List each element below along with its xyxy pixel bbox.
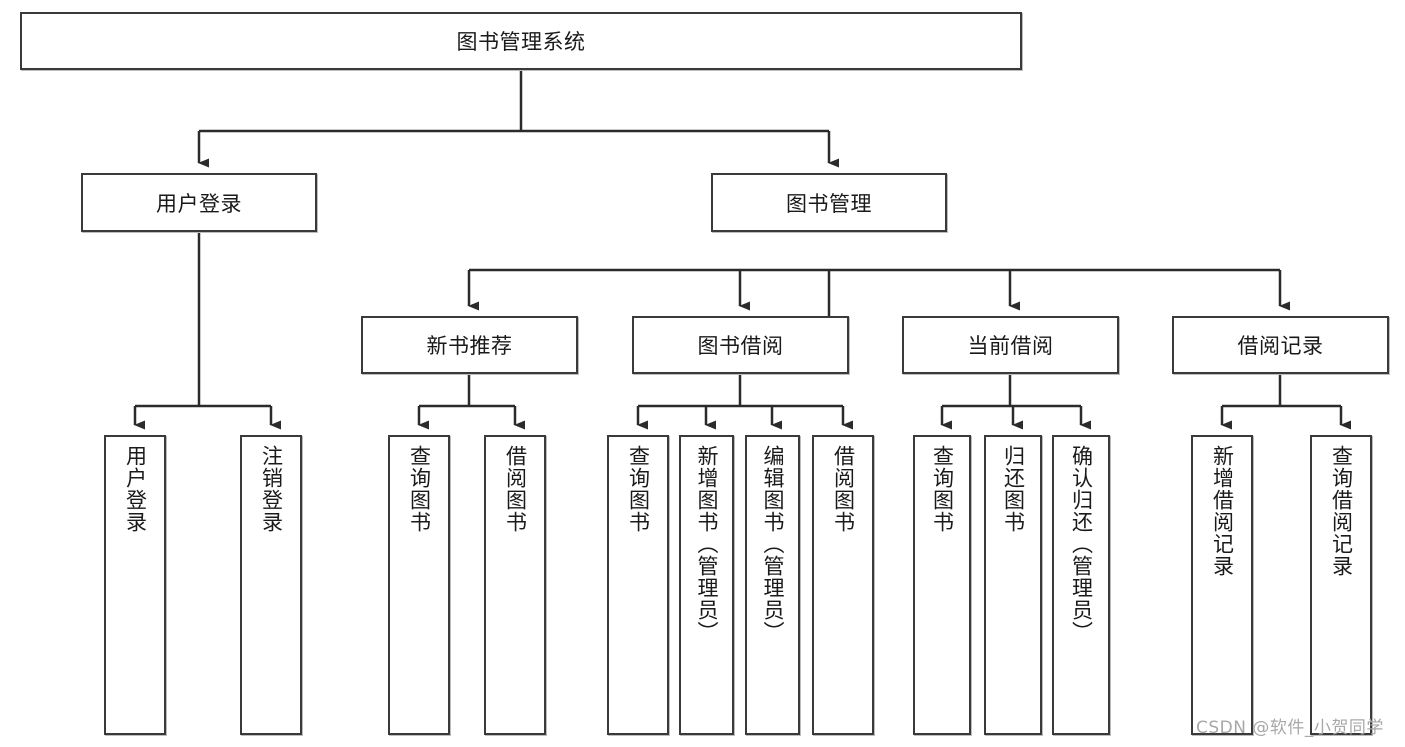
node-leaf-user-logout-label: 注销登录 — [259, 445, 284, 533]
node-leaf-edit-book-label: 编辑图书（管理员） — [760, 445, 785, 643]
node-leaf-add-record-label: 新增借阅记录 — [1210, 445, 1235, 577]
node-leaf-query-book-borrow-label: 查询图书 — [626, 445, 651, 533]
node-new-book-rec-label: 新书推荐 — [426, 334, 513, 358]
node-borrow-record[interactable]: 借阅记录 — [1172, 316, 1389, 374]
node-book-borrow-label: 图书借阅 — [697, 334, 784, 358]
node-leaf-confirm-return-label: 确认归还（管理员） — [1069, 445, 1094, 643]
node-leaf-query-record[interactable]: 查询借阅记录 — [1310, 435, 1372, 735]
node-leaf-query-book-rec[interactable]: 查询图书 — [388, 435, 450, 735]
node-leaf-query-book-current[interactable]: 查询图书 — [913, 435, 971, 735]
node-leaf-add-book[interactable]: 新增图书（管理员） — [679, 435, 734, 735]
csdn-watermark: CSDN @软件_小贺同学 — [1196, 718, 1384, 738]
node-current-borrow[interactable]: 当前借阅 — [902, 316, 1119, 374]
node-leaf-borrow-book-label: 借阅图书 — [831, 445, 856, 533]
node-user-login[interactable]: 用户登录 — [81, 173, 317, 232]
node-leaf-query-record-label: 查询借阅记录 — [1329, 445, 1354, 577]
node-book-manage-label: 图书管理 — [786, 191, 872, 216]
node-root[interactable]: 图书管理系统 — [20, 12, 1022, 70]
node-leaf-query-book-current-label: 查询图书 — [930, 445, 955, 533]
node-book-manage[interactable]: 图书管理 — [711, 173, 947, 232]
node-leaf-user-login[interactable]: 用户登录 — [104, 435, 166, 735]
node-leaf-user-login-label: 用户登录 — [123, 445, 148, 533]
node-leaf-return-book[interactable]: 归还图书 — [984, 435, 1042, 735]
node-borrow-record-label: 借阅记录 — [1237, 334, 1324, 358]
node-leaf-query-book-rec-label: 查询图书 — [407, 445, 432, 533]
node-root-label: 图书管理系统 — [456, 30, 586, 54]
node-leaf-edit-book[interactable]: 编辑图书（管理员） — [745, 435, 800, 735]
node-leaf-confirm-return[interactable]: 确认归还（管理员） — [1052, 435, 1110, 735]
node-book-borrow[interactable]: 图书借阅 — [632, 316, 849, 374]
node-current-borrow-label: 当前借阅 — [967, 334, 1054, 358]
node-leaf-borrow-book-rec[interactable]: 借阅图书 — [484, 435, 546, 735]
node-leaf-add-book-label: 新增图书（管理员） — [694, 445, 719, 643]
node-leaf-user-logout[interactable]: 注销登录 — [240, 435, 302, 735]
node-user-login-label: 用户登录 — [156, 191, 242, 216]
node-leaf-borrow-book[interactable]: 借阅图书 — [812, 435, 874, 735]
node-leaf-add-record[interactable]: 新增借阅记录 — [1191, 435, 1253, 735]
node-new-book-rec[interactable]: 新书推荐 — [361, 316, 578, 374]
node-leaf-return-book-label: 归还图书 — [1001, 445, 1026, 533]
node-leaf-query-book-borrow[interactable]: 查询图书 — [607, 435, 669, 735]
node-leaf-borrow-book-rec-label: 借阅图书 — [503, 445, 528, 533]
